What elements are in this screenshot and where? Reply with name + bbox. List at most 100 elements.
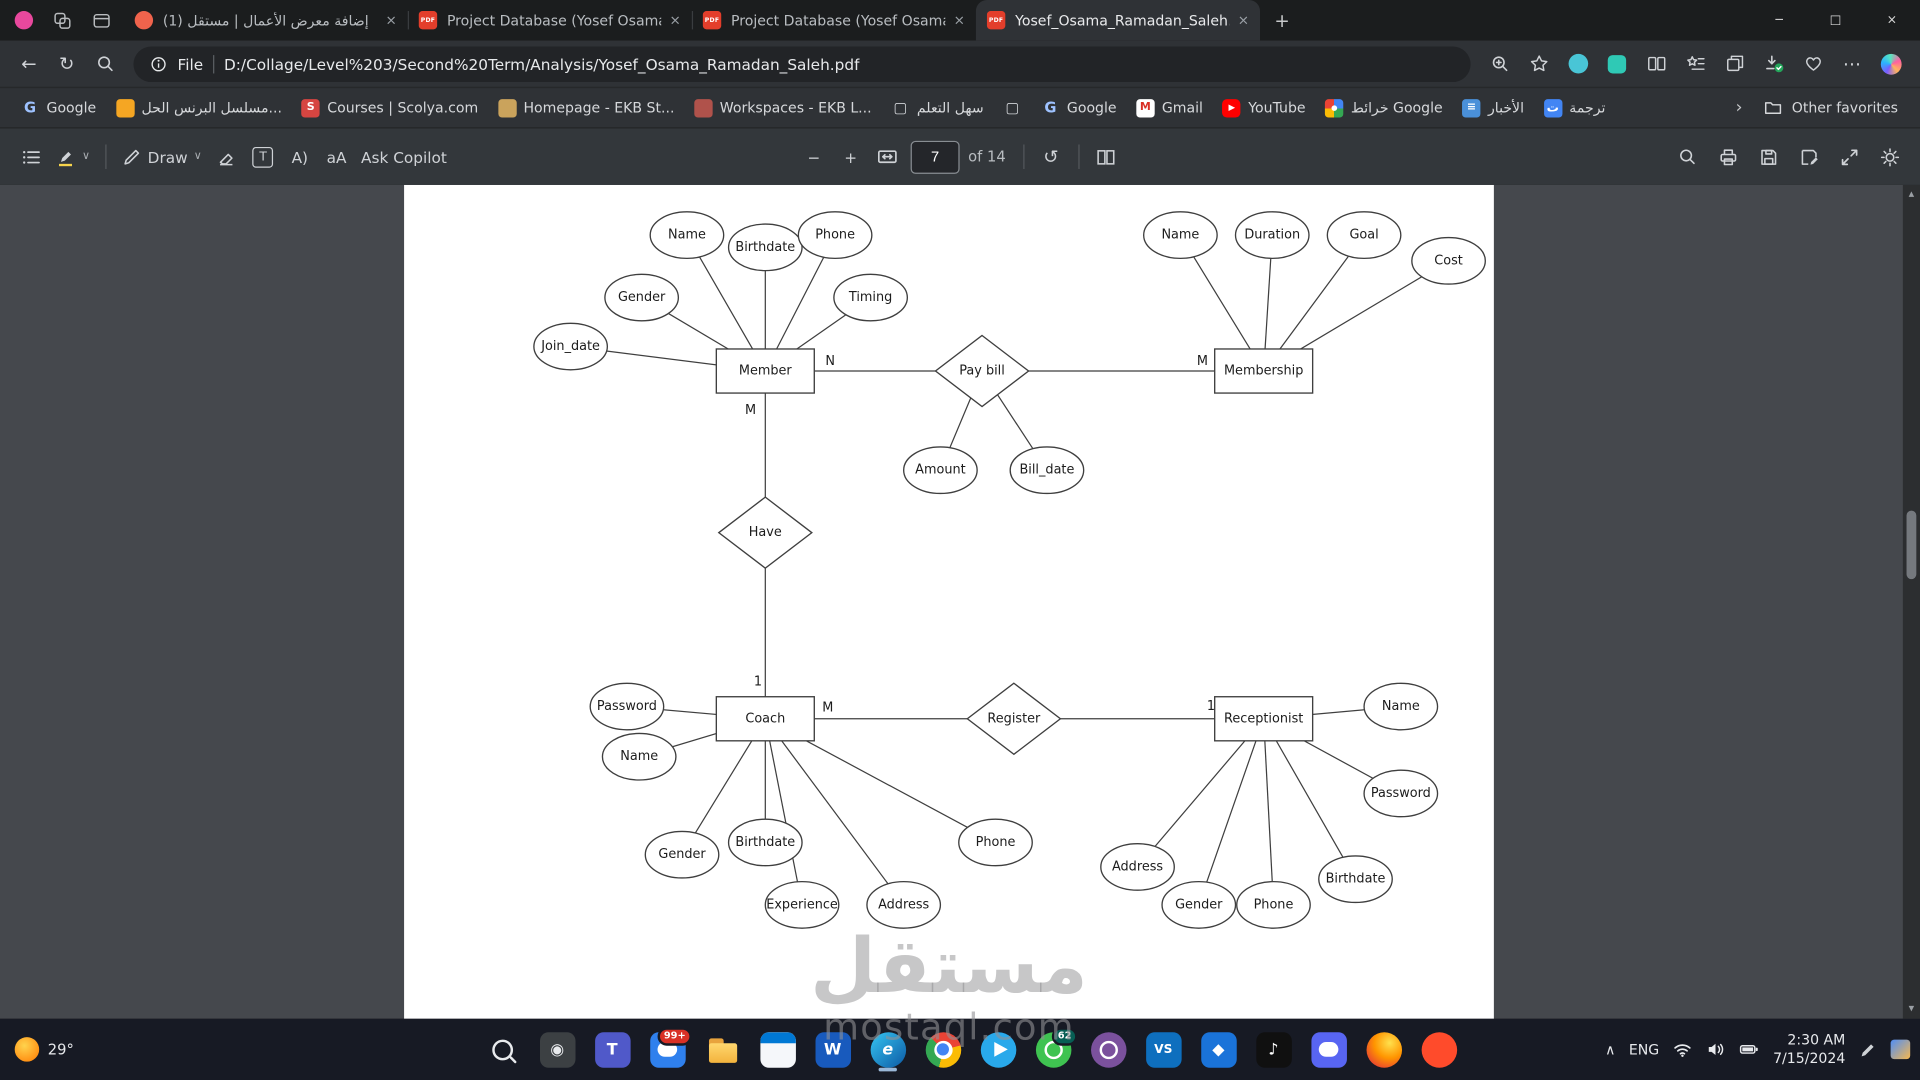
taskbar-start-icon[interactable] <box>426 1026 468 1073</box>
taskbar-edge-icon[interactable]: e <box>867 1026 909 1073</box>
tray-widget-icon[interactable] <box>1890 1039 1911 1060</box>
scrollbar[interactable]: ▴ ▾ <box>1902 184 1920 1019</box>
toc-icon[interactable] <box>12 138 49 175</box>
taskbar-telegram-icon[interactable] <box>977 1026 1019 1073</box>
favorites-overflow-chevron-icon[interactable]: › <box>1724 93 1753 122</box>
tray-language[interactable]: ENG <box>1628 1040 1660 1058</box>
taskbar-screen-snip-icon[interactable]: ◉ <box>536 1026 578 1073</box>
save-as-icon[interactable] <box>1790 138 1827 175</box>
workspaces-icon[interactable] <box>45 4 79 36</box>
favorites-bar-icon[interactable] <box>1676 46 1714 82</box>
zoom-out-icon[interactable]: − <box>796 138 833 175</box>
find-icon[interactable] <box>1669 138 1706 175</box>
zoom-in-icon[interactable]: + <box>832 138 869 175</box>
taskbar-clock[interactable]: 2:30 AM 7/15/2024 <box>1773 1031 1845 1068</box>
taskbar-chat-icon[interactable]: 99+ <box>647 1026 692 1073</box>
print-icon[interactable] <box>1709 138 1746 175</box>
taskbar-viber-icon[interactable] <box>1087 1026 1129 1073</box>
erd-m_join_date-label: Join_date <box>540 339 600 354</box>
tab-close-icon[interactable]: × <box>1237 12 1249 29</box>
taskbar-firefox-icon[interactable] <box>1363 1026 1405 1073</box>
highlight-tool-icon[interactable]: ∨ <box>49 138 96 175</box>
new-tab-button[interactable]: + <box>1265 4 1299 38</box>
minimize-button[interactable]: ─ <box>1751 0 1807 40</box>
profile-avatar[interactable] <box>14 11 34 30</box>
favorite-item-4[interactable]: Homepage - EKB St... <box>489 94 683 122</box>
back-icon[interactable]: ← <box>10 46 48 82</box>
taskbar-weather[interactable]: 29° <box>14 1019 74 1080</box>
taskbar-tiktok-icon[interactable]: ♪ <box>1253 1026 1295 1073</box>
address-bar[interactable]: File D:/Collage/Level%203/Second%20Term/… <box>133 45 1471 82</box>
site-info-icon[interactable] <box>149 54 167 72</box>
page-view-icon[interactable] <box>1088 138 1125 175</box>
draw-tool-button[interactable]: Draw∨ <box>115 138 208 175</box>
search-icon[interactable] <box>86 46 124 82</box>
settings-gear-icon[interactable] <box>1871 138 1908 175</box>
favorite-item-11[interactable]: ●خرائط Google <box>1317 94 1452 122</box>
favorite-item-7[interactable]: ▢ <box>995 94 1031 122</box>
downloads-icon[interactable] <box>1755 46 1793 82</box>
copilot-icon[interactable] <box>1872 46 1910 82</box>
favorite-item-12[interactable]: ≡الأخبار <box>1454 94 1533 122</box>
translate-icon[interactable]: aA <box>318 138 355 175</box>
tab-close-icon[interactable]: × <box>385 12 397 29</box>
rotate-icon[interactable]: ↺ <box>1033 138 1070 175</box>
page-number-input[interactable] <box>910 140 960 174</box>
taskbar-file-explorer-icon[interactable] <box>702 1026 744 1073</box>
favorite-star-icon[interactable] <box>1520 46 1558 82</box>
tab-close-icon[interactable]: × <box>669 12 681 29</box>
taskbar-discord-icon[interactable] <box>1308 1026 1350 1073</box>
zoom-icon[interactable] <box>1480 46 1518 82</box>
fit-width-icon[interactable] <box>869 138 906 175</box>
favorite-item-5[interactable]: Workspaces - EKB L... <box>685 94 880 122</box>
refresh-icon[interactable]: ↻ <box>48 46 86 82</box>
tray-chevron-up-icon[interactable]: ∧ <box>1605 1040 1616 1058</box>
taskbar-chrome-icon[interactable] <box>922 1026 964 1073</box>
taskbar-calendar-icon[interactable] <box>757 1026 799 1073</box>
battery-icon[interactable] <box>1739 1040 1760 1060</box>
extension-icon[interactable] <box>1598 46 1636 82</box>
taskbar-search-icon[interactable] <box>481 1026 523 1073</box>
tab-actions-icon[interactable] <box>84 4 118 36</box>
close-button[interactable]: × <box>1864 0 1920 40</box>
read-aloud-icon[interactable]: A) <box>281 138 318 175</box>
other-favorites-button[interactable]: Other favorites <box>1754 98 1908 118</box>
split-screen-icon[interactable] <box>1637 46 1675 82</box>
more-menu-icon[interactable]: ⋯ <box>1833 46 1871 82</box>
tray-pen-icon[interactable] <box>1859 1040 1877 1058</box>
browser-tab-1[interactable]: (1) إضافة معرض الأعمال | مستقل× <box>124 0 408 40</box>
volume-icon[interactable] <box>1706 1040 1726 1060</box>
collections-icon[interactable] <box>1716 46 1754 82</box>
eraser-icon[interactable] <box>208 138 245 175</box>
erd-cardinality-3: M <box>745 403 756 418</box>
extension-bird-icon[interactable] <box>1559 46 1597 82</box>
browser-essentials-icon[interactable] <box>1794 46 1832 82</box>
favorite-item-6[interactable]: ▢سهل التعلم <box>883 94 993 122</box>
scroll-down-icon[interactable]: ▾ <box>1908 1002 1915 1016</box>
save-icon[interactable] <box>1750 138 1787 175</box>
taskbar-photos-icon[interactable]: ◆ <box>1198 1026 1240 1073</box>
taskbar-whatsapp-icon[interactable]: 62 <box>1032 1026 1078 1073</box>
taskbar-word-icon[interactable]: W <box>812 1026 854 1073</box>
ask-copilot-button[interactable]: Ask Copilot <box>355 138 453 175</box>
scroll-up-icon[interactable]: ▴ <box>1908 188 1915 201</box>
maximize-button[interactable]: □ <box>1807 0 1863 40</box>
taskbar-opera-icon[interactable] <box>1418 1026 1460 1073</box>
taskbar-vscode-icon[interactable]: VS <box>1142 1026 1184 1073</box>
favorite-item-2[interactable]: مسلسل البرنس الحل... <box>107 94 290 122</box>
scrollbar-thumb[interactable] <box>1906 510 1917 580</box>
add-text-icon[interactable]: T <box>245 138 282 175</box>
favorite-item-10[interactable]: ▶YouTube <box>1214 94 1314 122</box>
taskbar-teams-icon[interactable]: T <box>591 1026 633 1073</box>
wifi-icon[interactable] <box>1673 1040 1693 1060</box>
fullscreen-icon[interactable] <box>1831 138 1868 175</box>
tab-close-icon[interactable]: × <box>953 12 965 29</box>
